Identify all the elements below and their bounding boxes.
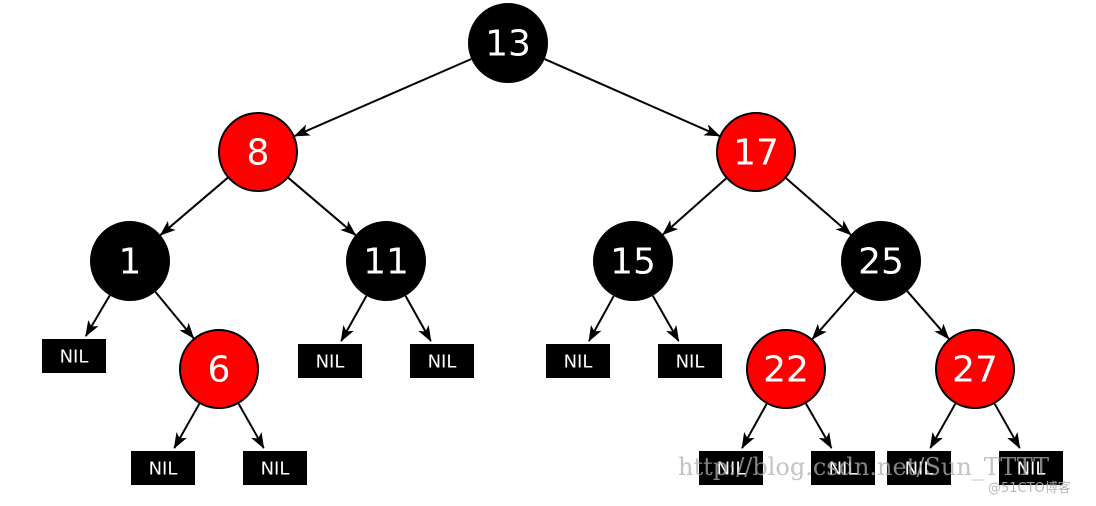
node-circle <box>468 3 548 83</box>
nil-leaf: NIL <box>699 451 763 485</box>
nil-leaves-layer: NIL NIL NIL NIL NIL NIL NIL NIL NIL NIL NIL <box>42 339 1063 485</box>
nil-box <box>410 344 474 378</box>
edge-n15-l15a <box>588 295 615 342</box>
tree-node-27: 27 <box>935 329 1015 409</box>
edge-n27-l27a <box>929 403 957 449</box>
tree-node-25: 25 <box>841 221 921 301</box>
nil-leaf: NIL <box>410 344 474 378</box>
nil-label: NIL <box>717 459 746 480</box>
nil-label: NIL <box>316 352 345 373</box>
node-label: 8 <box>247 133 270 174</box>
node-circle <box>841 221 921 301</box>
nil-box <box>42 339 106 373</box>
tree-node-11: 11 <box>346 221 426 301</box>
nil-label: NIL <box>60 347 89 368</box>
nil-leaf: NIL <box>811 451 875 485</box>
nil-label: NIL <box>428 352 457 373</box>
nil-box <box>131 451 195 485</box>
nil-label: NIL <box>905 459 934 480</box>
nil-box <box>887 451 951 485</box>
nil-leaf: NIL <box>887 451 951 485</box>
watermark: http://blog.csdn.net/Sun_TTTT @51CTO博客 <box>678 453 1071 496</box>
watermark-brand: @51CTO博客 <box>988 480 1071 496</box>
nil-label: NIL <box>564 352 593 373</box>
node-circle <box>593 221 673 301</box>
tree-node-6: 6 <box>179 329 259 409</box>
tree-node-17: 17 <box>716 112 796 192</box>
edge-n25-n27 <box>906 290 950 340</box>
node-circle <box>179 329 259 409</box>
node-label: 11 <box>363 242 409 283</box>
edge-n8-n1 <box>159 177 229 236</box>
nil-leaf: NIL <box>42 339 106 373</box>
node-label: 13 <box>485 24 531 65</box>
edge-n25-n22 <box>811 290 856 340</box>
nil-box <box>658 344 722 378</box>
edge-n1-n6 <box>154 291 195 339</box>
tree-node-22: 22 <box>746 329 826 409</box>
edge-n17-n25 <box>785 177 852 236</box>
edge-n6-l6a <box>173 403 201 449</box>
nil-leaf: NIL <box>999 451 1063 485</box>
nil-box <box>243 451 307 485</box>
nil-box <box>811 451 875 485</box>
watermark-url: http://blog.csdn.net/Sun_TTTT <box>678 453 1049 481</box>
nil-leaf: NIL <box>131 451 195 485</box>
nil-box <box>699 451 763 485</box>
edge-n22-l22a <box>741 403 768 449</box>
edge-n17-n15 <box>662 177 727 236</box>
edge-n8-n11 <box>287 177 357 236</box>
node-label: 27 <box>952 350 998 391</box>
nil-label: NIL <box>261 459 290 480</box>
nil-leaf: NIL <box>298 344 362 378</box>
tree-node-1: 1 <box>90 221 170 301</box>
node-circle <box>716 112 796 192</box>
node-circle <box>935 329 1015 409</box>
nil-box <box>999 451 1063 485</box>
edges-layer <box>84 58 1021 449</box>
nil-leaf: NIL <box>243 451 307 485</box>
nil-box <box>546 344 610 378</box>
nil-leaf: NIL <box>658 344 722 378</box>
edge-n13-n17 <box>544 58 721 137</box>
nil-label: NIL <box>676 352 705 373</box>
tree-node-13: 13 <box>468 3 548 83</box>
node-label: 22 <box>763 350 809 391</box>
edge-n11-l11b <box>404 295 432 342</box>
node-label: 25 <box>858 242 904 283</box>
edge-n15-l15b <box>651 295 680 342</box>
edge-n27-l27b <box>993 403 1021 449</box>
node-circle <box>218 112 298 192</box>
node-label: 6 <box>208 350 231 391</box>
edge-n13-n8 <box>293 58 472 137</box>
nil-label: NIL <box>149 459 178 480</box>
tree-node-15: 15 <box>593 221 673 301</box>
nil-label: NIL <box>1017 459 1046 480</box>
edge-n6-l6b <box>237 403 265 449</box>
node-label: 17 <box>733 133 779 174</box>
edge-n1-l1 <box>84 294 111 337</box>
edge-n11-l11a <box>340 295 368 342</box>
node-label: 1 <box>119 242 142 283</box>
edge-n22-l22b <box>805 403 833 449</box>
nil-leaf: NIL <box>546 344 610 378</box>
node-circle <box>746 329 826 409</box>
nil-label: NIL <box>829 459 858 480</box>
node-circle <box>346 221 426 301</box>
nil-box <box>298 344 362 378</box>
node-circle <box>90 221 170 301</box>
tree-node-8: 8 <box>218 112 298 192</box>
node-label: 15 <box>610 242 656 283</box>
